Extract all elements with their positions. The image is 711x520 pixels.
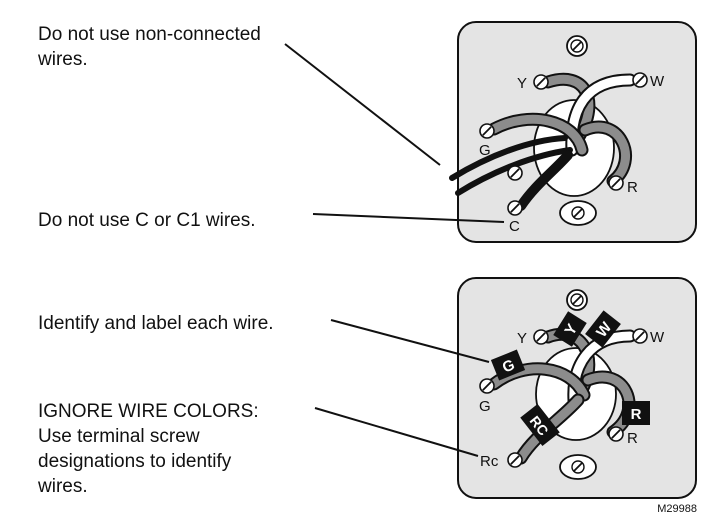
callout-non-connected-wires: Do not use non-connected wires. — [38, 24, 261, 70]
bottom-label-r: R — [627, 430, 638, 447]
svg-text:R: R — [631, 406, 642, 423]
bottom-screw-r — [608, 426, 624, 442]
bottom-mounting-screw-upper — [566, 289, 588, 311]
wire-tag-g: G — [490, 349, 526, 381]
bottom-screw-y — [533, 329, 549, 345]
top-screw-r — [608, 175, 624, 191]
bottom-mounting-screw-lower — [559, 454, 597, 480]
top-screw-y — [533, 74, 549, 90]
top-label-c: C — [509, 218, 520, 235]
top-screw-g — [479, 123, 495, 139]
bottom-label-y: Y — [517, 330, 527, 347]
leader-no-c-wires — [312, 213, 505, 223]
top-label-r: R — [627, 179, 638, 196]
bottom-wall-plate: Y W G R Rc Y W G R RC — [457, 277, 697, 499]
top-wire-c — [516, 150, 573, 211]
bottom-label-rc: Rc — [480, 453, 499, 470]
bottom-label-w: W — [650, 329, 665, 346]
top-wall-plate: Y W G R C — [449, 21, 697, 243]
leader-non-connected — [284, 43, 441, 166]
top-mounting-screw-lower — [559, 200, 597, 226]
wire-tag-w: W — [585, 310, 621, 348]
callout-ignore-wire-colors: IGNORE WIRE COLORS: Use terminal screw d… — [38, 401, 259, 497]
wire-tag-r: R — [622, 401, 650, 425]
top-screw-unlabeled — [507, 165, 523, 181]
bottom-screw-rc — [507, 452, 523, 468]
wire-tag-y: Y — [553, 311, 587, 347]
top-screw-c — [507, 200, 523, 216]
top-mounting-screw-upper — [566, 35, 588, 57]
figure-id: M29988 — [657, 503, 697, 515]
callout-no-c-wires: Do not use C or C1 wires. — [38, 210, 256, 231]
bottom-screw-w — [632, 328, 648, 344]
bottom-label-g: G — [479, 398, 491, 415]
top-label-w: W — [650, 73, 665, 90]
callout-identify-label: Identify and label each wire. — [38, 313, 274, 334]
top-wire-nc-2 — [455, 147, 573, 196]
top-wire-nc-1 — [449, 135, 568, 181]
leader-identify-label — [330, 319, 490, 363]
leader-ignore-colors — [314, 407, 479, 457]
top-label-y: Y — [517, 75, 527, 92]
top-label-g: G — [479, 142, 491, 159]
bottom-screw-g — [479, 378, 495, 394]
top-screw-w — [632, 72, 648, 88]
